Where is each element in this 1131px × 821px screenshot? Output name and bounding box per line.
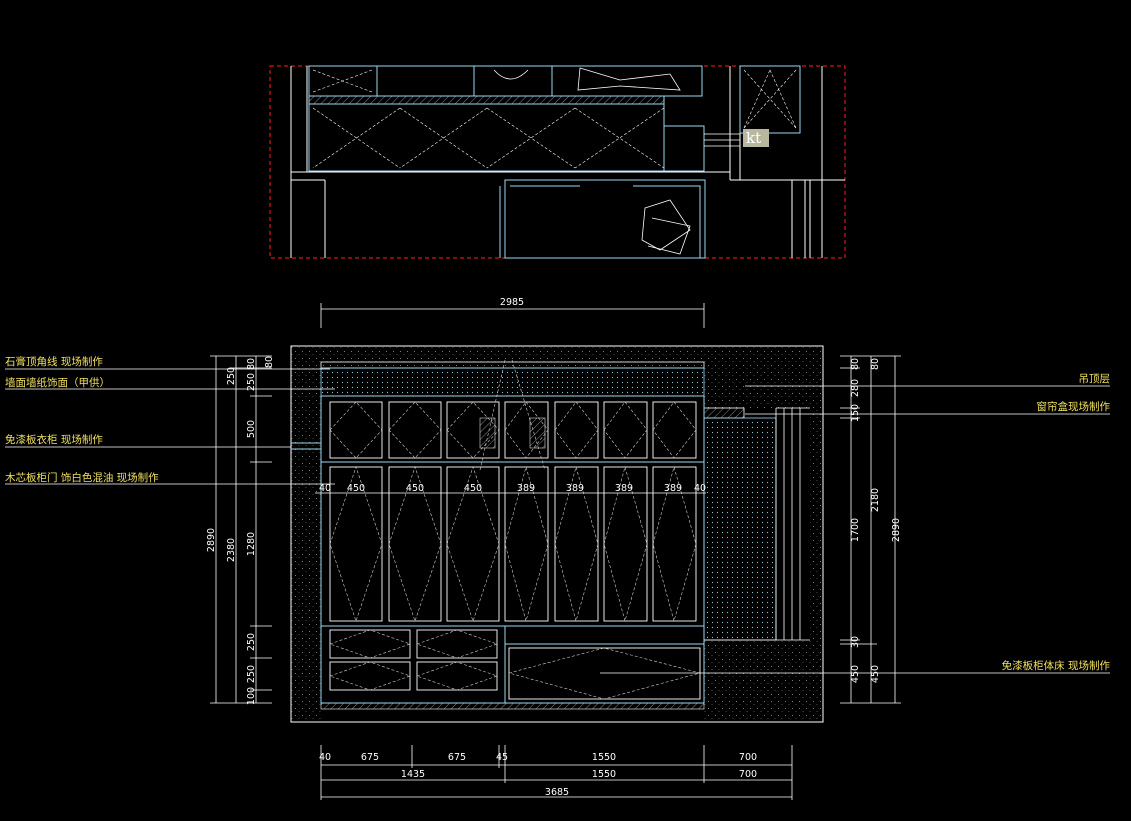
svg-text:250: 250: [246, 633, 257, 651]
svg-text:1550: 1550: [592, 769, 616, 780]
label-bed-cabinet: 免漆板柜体床 现场制作: [1002, 659, 1111, 672]
elevation-view: [290, 345, 824, 723]
svg-text:80: 80: [850, 358, 861, 370]
kt-tag-box: [743, 129, 769, 147]
svg-text:40: 40: [694, 483, 706, 494]
svg-text:250: 250: [246, 373, 257, 391]
svg-text:1700: 1700: [850, 518, 861, 542]
wardrobe: [320, 395, 705, 704]
label-curtain-box: 窗帘盒现场制作: [1037, 400, 1111, 413]
svg-text:250: 250: [226, 367, 237, 385]
svg-text:700: 700: [739, 769, 757, 780]
svg-text:450: 450: [870, 665, 881, 683]
svg-text:450: 450: [850, 665, 861, 683]
svg-text:30: 30: [850, 636, 861, 648]
dim-right: 80 80 280 150 1700 30 450 450 2180 2890: [850, 358, 902, 683]
dim-top-width: 2985: [500, 297, 524, 308]
svg-text:1280: 1280: [246, 532, 257, 556]
dimension-lines: [210, 303, 901, 800]
svg-text:450: 450: [406, 483, 424, 494]
kt-tag: kt: [746, 129, 761, 147]
svg-text:80: 80: [264, 356, 275, 368]
svg-text:450: 450: [464, 483, 482, 494]
svg-text:1435: 1435: [401, 769, 425, 780]
label-cabinet-door: 木芯板柜门 饰白色混油 现场制作: [5, 471, 159, 484]
svg-text:389: 389: [517, 483, 535, 494]
svg-text:700: 700: [739, 752, 757, 763]
svg-text:500: 500: [246, 420, 257, 438]
dim-cabinet-row: 40 450 450 450 389 389 389 389 40: [319, 483, 706, 494]
plan-view: kt: [269, 65, 846, 259]
svg-text:80: 80: [870, 358, 881, 370]
label-wardrobe: 免漆板衣柜 现场制作: [5, 433, 103, 446]
svg-text:250: 250: [246, 665, 257, 683]
dim-bottom-total: 3685: [545, 787, 569, 798]
label-wallpaper: 墙面墙纸饰面（甲供）: [5, 376, 110, 389]
svg-text:389: 389: [664, 483, 682, 494]
svg-text:150: 150: [850, 404, 861, 422]
dim-left: 80 250 250 80 500 1280 250 250 100 2380 …: [206, 356, 275, 705]
elevation-frame: [290, 345, 824, 723]
dim-bottom-row2: 1435 1550 700: [401, 769, 757, 780]
svg-text:1550: 1550: [592, 752, 616, 763]
wardrobe-doors: [329, 401, 701, 700]
label-crown-moulding: 石膏顶角线 现场制作: [5, 355, 103, 368]
svg-text:40: 40: [319, 752, 331, 763]
svg-text:2890: 2890: [891, 518, 902, 542]
dim-bottom-row1: 40 675 675 45 1550 700: [319, 752, 757, 763]
svg-text:2890: 2890: [206, 528, 217, 552]
svg-text:2180: 2180: [870, 488, 881, 512]
label-ceiling-layer: 吊顶层: [1079, 373, 1111, 385]
svg-text:389: 389: [615, 483, 633, 494]
leader-lines: [5, 368, 1110, 674]
svg-text:280: 280: [850, 379, 861, 397]
svg-text:389: 389: [566, 483, 584, 494]
svg-text:675: 675: [361, 752, 379, 763]
svg-text:2380: 2380: [226, 538, 237, 562]
svg-text:40: 40: [319, 483, 331, 494]
svg-text:45: 45: [496, 752, 508, 763]
svg-text:450: 450: [347, 483, 365, 494]
svg-text:100: 100: [246, 687, 257, 705]
door-swing-lines: [329, 359, 702, 700]
svg-text:675: 675: [448, 752, 466, 763]
svg-text:80: 80: [246, 358, 257, 370]
